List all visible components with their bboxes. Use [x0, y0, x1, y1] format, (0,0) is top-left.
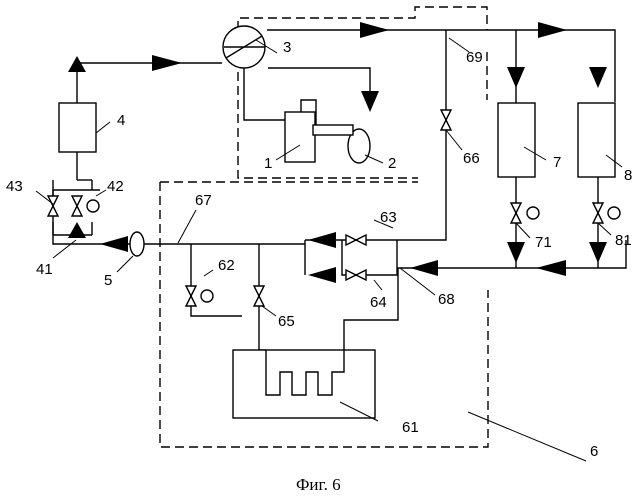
- arrow-left-64: [308, 267, 336, 283]
- figure-caption: Фиг. 6: [296, 475, 341, 494]
- label-41: 41: [36, 261, 53, 278]
- label-8: 8: [624, 167, 632, 184]
- label-4: 4: [117, 112, 125, 129]
- arrow-down-7: [507, 67, 525, 88]
- arrow-down-71: [507, 242, 525, 263]
- evaporator-4: [59, 103, 96, 152]
- valve-64: [346, 270, 366, 280]
- evaporator-8: [578, 103, 615, 177]
- arrow-up-41: [68, 222, 86, 238]
- valve-42: [72, 196, 99, 216]
- evaporator-7: [498, 103, 535, 177]
- label-61: 61: [402, 419, 419, 436]
- label-81: 81: [615, 232, 632, 249]
- unit-1: [285, 112, 315, 162]
- label-63: 63: [380, 209, 397, 226]
- arrow-right-top-left: [152, 55, 182, 71]
- four-way-valve-3: [223, 26, 265, 68]
- valve-62: [186, 286, 213, 306]
- label-42: 42: [107, 178, 124, 195]
- label-65: 65: [278, 313, 295, 330]
- arrow-left-5: [100, 236, 128, 252]
- arrow-left-63: [308, 232, 336, 248]
- arrow-down-8: [589, 67, 607, 88]
- label-71: 71: [535, 234, 552, 251]
- arrow-left-68: [410, 260, 438, 276]
- pipes: [53, 30, 626, 350]
- label-62: 62: [218, 257, 235, 274]
- valve-65: [254, 286, 264, 306]
- arrow-down-81: [589, 242, 607, 263]
- label-1: 1: [264, 155, 272, 172]
- heat-exchanger-61: [233, 350, 375, 418]
- valve-81: [593, 203, 620, 223]
- label-7: 7: [553, 154, 561, 171]
- component-5: [130, 232, 144, 256]
- valve-43: [48, 196, 58, 216]
- label-68: 68: [438, 291, 455, 308]
- label-43: 43: [6, 178, 23, 195]
- label-69: 69: [466, 49, 483, 66]
- label-6: 6: [590, 443, 598, 460]
- arrow-left-81: [536, 260, 566, 276]
- arrow-right-top-right: [538, 22, 567, 38]
- valve-63: [346, 235, 366, 245]
- label-3: 3: [283, 39, 291, 56]
- label-64: 64: [370, 294, 387, 311]
- unit-2-connector: [313, 125, 353, 135]
- arrow-up-4: [68, 56, 86, 72]
- arrow-down-2: [361, 91, 379, 112]
- valve-66: [441, 110, 451, 130]
- label-67: 67: [195, 192, 212, 209]
- label-2: 2: [388, 155, 396, 172]
- arrow-right-top-mid: [360, 22, 389, 38]
- label-66: 66: [463, 150, 480, 167]
- label-5: 5: [104, 272, 112, 289]
- valve-71: [511, 203, 539, 223]
